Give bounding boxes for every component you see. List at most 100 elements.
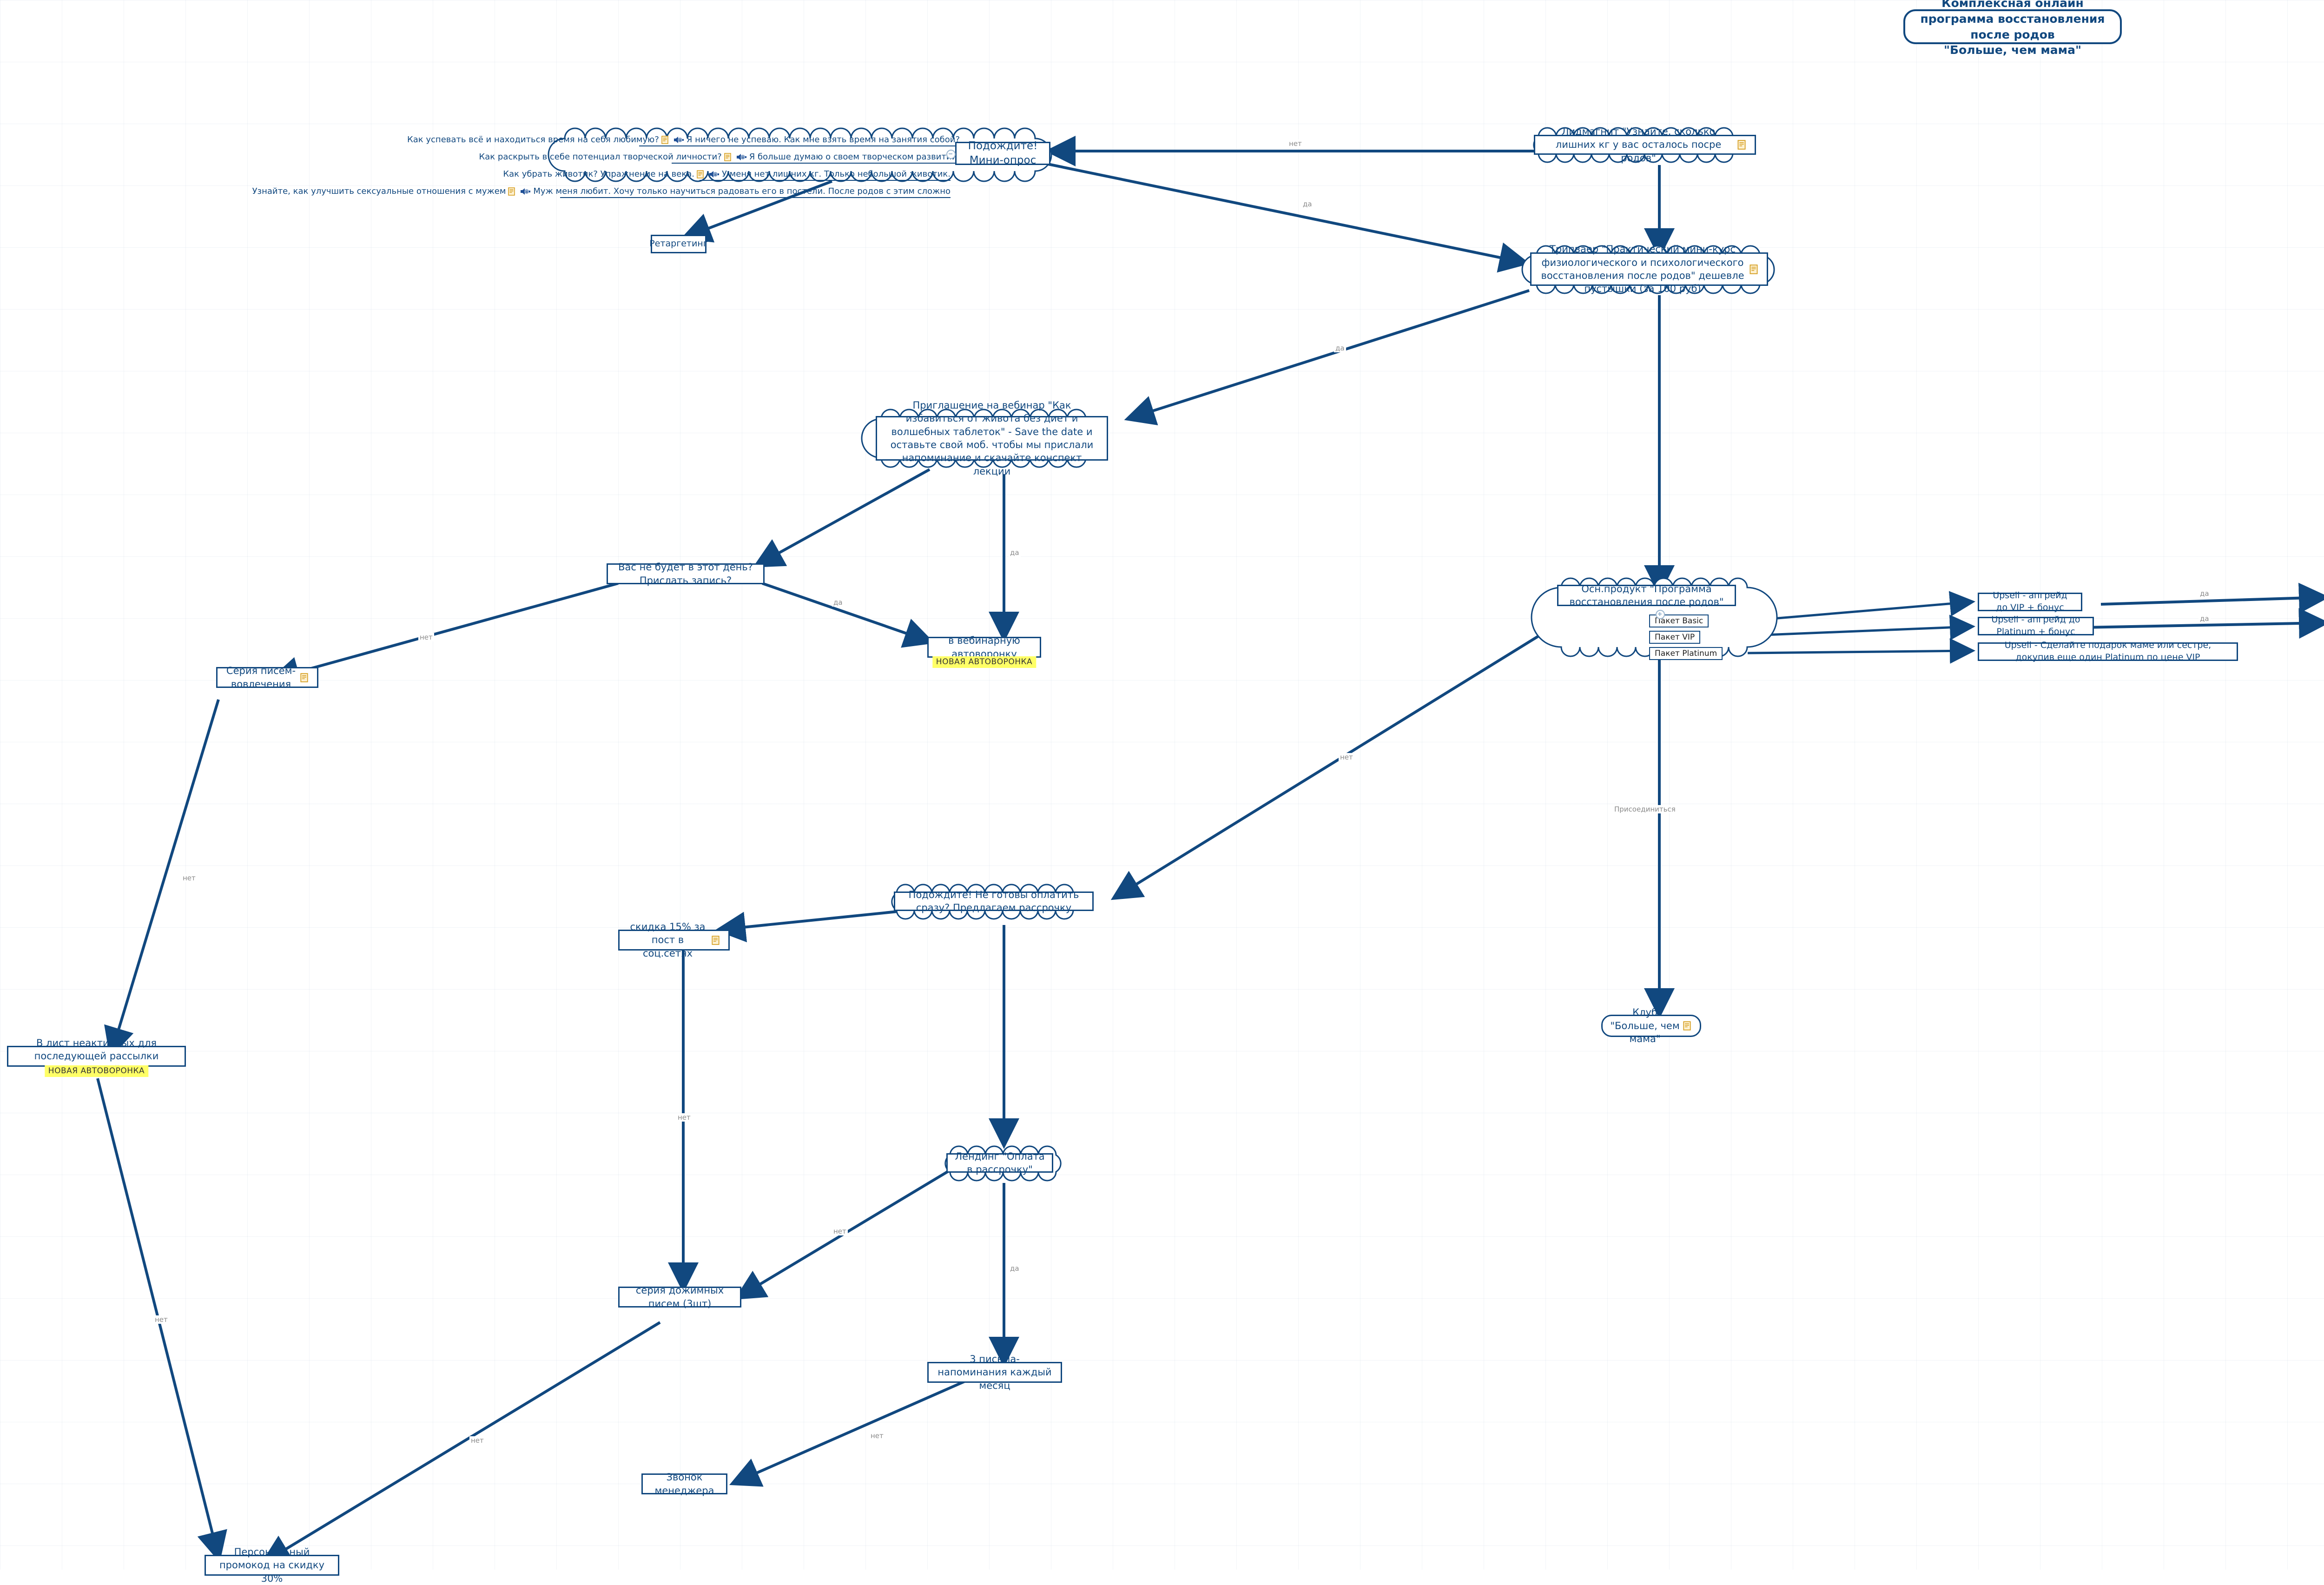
node-landing-installment[interactable]: Лендинг "Оплата в рассрочку" — [946, 1150, 1053, 1175]
page-title-line1: Комплексная онлайн программа восстановле… — [1920, 0, 2105, 41]
node-upsell-gift[interactable]: Upsell - Сделайте подарок маме или сестр… — [1978, 640, 2238, 662]
node-label: Звонок менеджера — [654, 1472, 714, 1496]
node-label: серия дожимных писем (3шт) — [635, 1285, 724, 1309]
node-main-product[interactable]: Осн.продукт "Программа восстановления по… — [1557, 583, 1736, 608]
edge-label-engagement-inactive: нет — [181, 874, 197, 882]
node-tripwire[interactable]: Трипваер "Практический мини-курс физиоло… — [1530, 244, 1768, 294]
node-label: 3 письма-напоминания каждый месяц — [938, 1353, 1052, 1391]
speaker-icon[interactable]: a — [708, 171, 720, 178]
node-club[interactable]: Клуб "Больше, чем мама" — [1601, 1007, 1701, 1044]
node-label: Приглашение на вебинар "Как избавиться о… — [890, 399, 1094, 477]
node-label: Персональный промокод на скидку 30% — [219, 1546, 325, 1584]
speaker-icon[interactable]: a — [736, 153, 747, 161]
speaker-icon[interactable]: a — [673, 136, 684, 144]
webinar-invite-cloud-group: Приглашение на вебинар "Как избавиться о… — [861, 400, 1118, 477]
node-to-webinar-funnel[interactable]: в вебинарную автоворонку НОВАЯ АВТОВОРОН… — [927, 635, 1041, 668]
edge-label-main-installment: нет — [1339, 753, 1354, 761]
svg-text:a: a — [679, 139, 681, 142]
node-upsell-vip[interactable]: Upsell - апгрейд до VIP + бонус — [1978, 590, 2082, 613]
node-leadmagnet[interactable]: Лидмагнит "Узнайте, сколько лишних кг у … — [1534, 126, 1756, 164]
document-icon[interactable] — [724, 152, 731, 161]
node-label: скидка 15% за пост в соц.сетях — [630, 921, 706, 959]
collapse-toggle-survey[interactable] — [946, 150, 956, 159]
edge-label-no-record: нет — [418, 633, 434, 641]
node-label: Upsell - Сделайте подарок маме или сестр… — [2004, 640, 2212, 662]
node-record-question[interactable]: Вас не будет в этот день? Прислать запис… — [607, 561, 765, 586]
tripwire-cloud-group: Трипваер "Практический мини-курс физиоло… — [1521, 244, 1783, 295]
speaker-icon[interactable]: a — [520, 188, 531, 195]
edge-label-survey-tripwire: да — [1301, 200, 1314, 208]
node-engagement-series[interactable]: Серия писем-вовлечения — [216, 665, 318, 690]
package-item[interactable]: Пакет Platinum — [1649, 647, 1723, 660]
new-funnel-badge: НОВАЯ АВТОВОРОНКА — [932, 656, 1037, 668]
edge-label-leadmagnet-survey: нет — [1287, 139, 1303, 148]
document-icon[interactable] — [1750, 264, 1758, 274]
svg-text:a: a — [714, 173, 716, 177]
edge-label-yes-landing: да — [1009, 1264, 1021, 1273]
cloud-shape — [548, 127, 1052, 182]
node-label: Серия писем-вовлечения — [226, 665, 296, 690]
edge-label-no-landing: нет — [832, 1227, 848, 1235]
node-label: Вас не будет в этот день? Прислать запис… — [618, 561, 753, 586]
document-icon[interactable] — [300, 673, 308, 682]
survey-question: Как раскрыть в себе потенциал творческой… — [479, 152, 722, 162]
node-discount-post[interactable]: скидка 15% за пост в соц.сетях — [618, 921, 730, 959]
svg-text:a: a — [742, 156, 744, 159]
node-label: Подождите! Не готовы оплатить сразу? Пре… — [908, 889, 1079, 913]
leadmagnet-cloud-group: Лидмагнит "Узнайте, сколько лишних кг у … — [1527, 126, 1769, 164]
survey-row[interactable]: Как раскрыть в себе потенциал творческой… — [479, 152, 960, 164]
node-inactive-list[interactable]: В лист неактивных для последующей рассыл… — [7, 1037, 186, 1077]
edge-label-webinar-funnel: да — [1009, 548, 1021, 557]
survey-row[interactable]: Как убрать животик? Упражнение на века. … — [503, 169, 951, 181]
survey-answer: Я больше думаю о своем творческом развит… — [749, 152, 960, 162]
document-icon[interactable] — [1683, 1021, 1691, 1030]
document-icon[interactable] — [661, 135, 668, 144]
node-label: Лидмагнит "Узнайте, сколько лишних кг у … — [1555, 125, 1722, 164]
page-title-line2: "Больше, чем мама" — [1944, 43, 2081, 57]
edge-label-yes-upsell2: да — [2199, 614, 2211, 623]
package-item[interactable]: Пакет VIP — [1649, 631, 1701, 644]
edge-label-no-reminder: нет — [869, 1432, 885, 1440]
survey-question: Как убрать животик? Упражнение на века. — [503, 169, 694, 179]
node-survey-gate[interactable]: Подождите! Мини-опрос — [955, 139, 1050, 166]
node-push-series[interactable]: серия дожимных писем (3шт) — [618, 1285, 741, 1309]
survey-answer: У меня нет лишних кг. Только небольшой ж… — [721, 169, 951, 179]
package-list: Пакет Basic Пакет VIP Пакет Platinum — [1649, 614, 1723, 663]
edge-label-inactive-promo: нет — [153, 1315, 169, 1324]
node-webinar-invite[interactable]: Приглашение на вебинар "Как избавиться о… — [876, 400, 1108, 477]
edge-label-join: Присоединиться — [1613, 805, 1677, 813]
node-label: Upsell - апгрейд до VIP + бонус — [1993, 590, 2067, 613]
survey-question: Как успевать всё и находиться время на с… — [407, 135, 659, 145]
survey-row[interactable]: Узнайте, как улучшить сексуальные отноше… — [252, 186, 951, 198]
installment-gate-cloud-group: Подождите! Не готовы оплатить сразу? Пре… — [885, 883, 1106, 920]
node-installment-gate[interactable]: Подождите! Не готовы оплатить сразу? Пре… — [894, 889, 1094, 913]
survey-row[interactable]: Как успевать всё и находиться время на с… — [407, 135, 960, 146]
document-icon[interactable] — [508, 187, 515, 196]
node-label: Подождите! Мини-опрос — [968, 139, 1038, 166]
expand-toggle-packages[interactable] — [1656, 610, 1665, 619]
node-reminder-letters[interactable]: 3 письма-напоминания каждый месяц — [927, 1354, 1062, 1391]
survey-answer: Муж меня любит. Хочу только научиться ра… — [533, 186, 951, 196]
svg-text:a: a — [526, 190, 528, 194]
edge-label-yes-record: да — [832, 598, 844, 607]
edge-label-push-promo: нет — [469, 1436, 485, 1445]
document-icon[interactable] — [1737, 140, 1746, 150]
new-funnel-badge: НОВАЯ АВТОВОРОНКА — [44, 1065, 149, 1077]
landing-installment-cloud-group: Лендинг "Оплата в рассрочку" — [939, 1145, 1062, 1182]
node-retargeting[interactable]: Ретаргетинг — [649, 235, 708, 253]
node-label: Upsell - апгрейд до Platinum + бонус — [1991, 614, 2080, 637]
survey-question: Узнайте, как улучшить сексуальные отноше… — [252, 186, 506, 196]
node-manager-call[interactable]: Звонок менеджера — [641, 1472, 727, 1496]
edge-label-no-discount: нет — [676, 1113, 692, 1122]
node-label: Лендинг "Оплата в рассрочку" — [955, 1150, 1045, 1175]
node-label: Осн.продукт "Программа восстановления по… — [1569, 583, 1724, 608]
page-title: Комплексная онлайн программа восстановле… — [1903, 0, 2122, 57]
node-promo-code[interactable]: Персональный промокод на скидку 30% — [205, 1546, 339, 1584]
document-icon[interactable] — [697, 170, 704, 178]
document-icon[interactable] — [712, 935, 720, 945]
node-upsell-platinum[interactable]: Upsell - апгрейд до Platinum + бонус — [1978, 614, 2094, 637]
node-label: Трипваер "Практический мини-курс физиоло… — [1541, 244, 1744, 295]
node-label: Ретаргетинг — [649, 238, 708, 249]
edge-label-yes-upsell1: да — [2199, 589, 2211, 598]
